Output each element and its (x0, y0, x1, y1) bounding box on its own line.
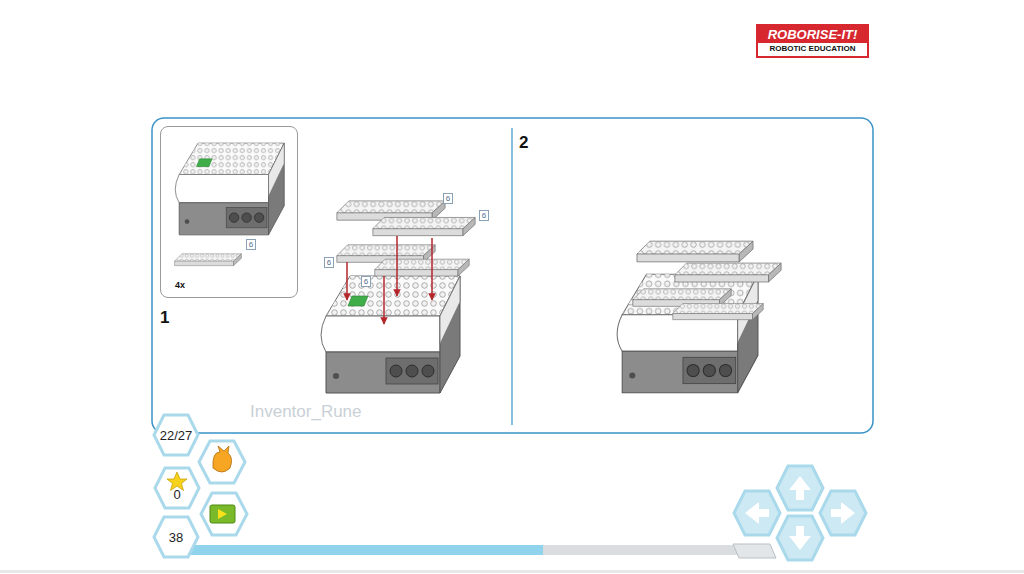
nav-left (734, 491, 780, 535)
progress-handle (733, 544, 776, 558)
nav-right (820, 491, 866, 535)
placement-arrow (396, 236, 398, 296)
placement-arrow (431, 238, 433, 300)
bottom-rule (0, 570, 1024, 573)
nav-up (777, 466, 823, 510)
page-counter: 22/27 (152, 413, 200, 457)
progress-filled (190, 545, 543, 555)
hub-picture (321, 276, 460, 393)
logo-box: ROBORISE-IT!ROBOTIC EDUCATION (756, 24, 869, 58)
plate-picture (175, 254, 242, 266)
logo-subtitle: ROBOTIC EDUCATION (758, 43, 867, 56)
callout-number: 6 (324, 257, 334, 268)
plate-picture (673, 304, 763, 320)
callout-text: 6 (249, 240, 253, 249)
step-number: 2 (519, 133, 528, 153)
hub-picture (617, 274, 758, 393)
callout-text: 6 (446, 194, 450, 203)
hex-text: 22/27 (160, 428, 193, 443)
callout-number: 6 (361, 276, 371, 287)
hub-picture (175, 143, 284, 235)
star-score: 0 (153, 466, 201, 510)
callout-number: 6 (246, 239, 256, 250)
callout-text: 6 (482, 211, 486, 220)
part-count: 4x (175, 280, 297, 290)
hex-text: 38 (169, 530, 183, 545)
callout-text: 6 (327, 258, 331, 267)
callout-text: 6 (364, 277, 368, 286)
page-number: 38 (152, 515, 200, 559)
step-number: 1 (160, 308, 169, 328)
progress-rest (543, 545, 740, 555)
step-divider (511, 128, 512, 425)
nav-down (777, 516, 823, 560)
plate-picture (675, 263, 781, 282)
panel-frame (152, 118, 873, 433)
plate-picture (373, 217, 475, 235)
callout-number: 6 (479, 210, 489, 221)
cat-icon (213, 446, 232, 472)
parts-box: 4x 6 (160, 126, 298, 298)
callout-number: 6 (443, 193, 453, 204)
watermark: Inventor_Rune (250, 402, 362, 422)
hex-text: 0 (173, 487, 180, 502)
hex-button (201, 493, 247, 535)
hex-button (199, 441, 245, 483)
video-icon (210, 505, 235, 523)
play-icon (218, 509, 227, 519)
plate-picture (637, 241, 753, 262)
placement-arrow (346, 262, 348, 300)
plate-picture (375, 259, 469, 276)
logo-title: ROBORISE-IT! (758, 26, 867, 43)
placement-arrow (383, 276, 385, 324)
